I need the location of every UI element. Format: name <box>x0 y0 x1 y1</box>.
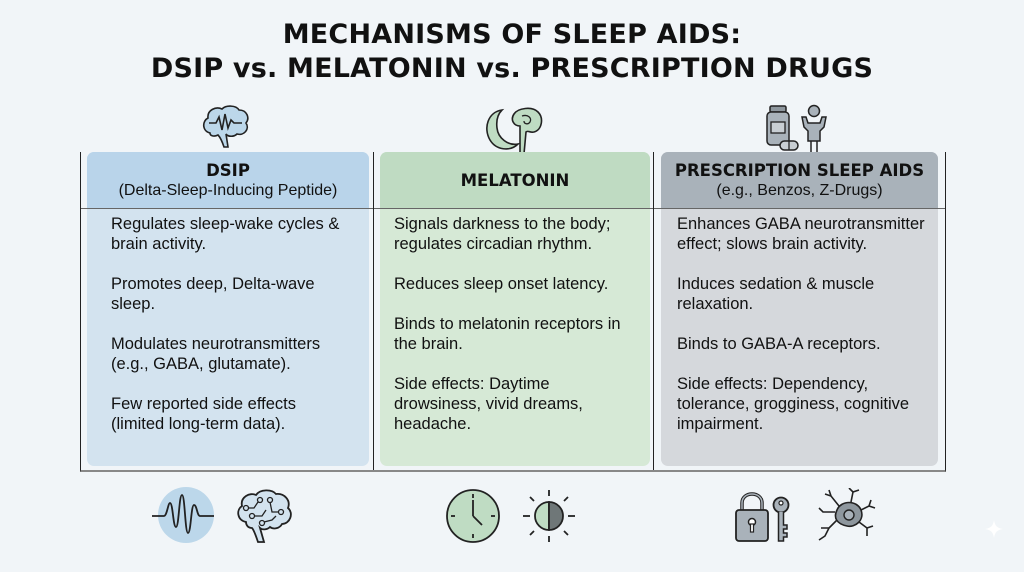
clock-icon <box>446 489 500 543</box>
list-item: Signals darkness to the body; regulates … <box>394 215 611 253</box>
list-item: Enhances GABA neurotransmitter effect; s… <box>677 215 925 253</box>
column-header-dsip: DSIP (Delta-Sleep-Inducing Peptide) <box>87 152 369 208</box>
column-body: Enhances GABA neurotransmitter effect; s… <box>661 208 938 434</box>
column-title: MELATONIN <box>460 170 570 190</box>
column-prescription: PRESCRIPTION SLEEP AIDS (e.g., Benzos, Z… <box>661 152 938 466</box>
header-divider <box>81 208 945 209</box>
circuit-brain-icon <box>237 489 292 543</box>
column-melatonin: MELATONIN Signals darkness to the body; … <box>380 152 650 466</box>
pill-bottle-and-person-icon <box>766 104 827 153</box>
column-header-prescription: PRESCRIPTION SLEEP AIDS (e.g., Benzos, Z… <box>661 152 938 208</box>
sparkle-icon <box>985 520 1003 538</box>
lock-and-key-icon <box>735 492 790 542</box>
list-item: Few reported side effects (limited long-… <box>111 395 296 433</box>
comparison-table: DSIP (Delta-Sleep-Inducing Peptide) Regu… <box>80 152 946 472</box>
column-subtitle: (e.g., Benzos, Z-Drugs) <box>716 181 883 199</box>
title-line-1: MECHANISMS OF SLEEP AIDS: <box>282 19 742 50</box>
column-divider <box>373 152 374 470</box>
list-item: Modulates neurotransmitters (e.g., GABA,… <box>111 335 321 373</box>
column-dsip: DSIP (Delta-Sleep-Inducing Peptide) Regu… <box>87 152 369 466</box>
neuron-icon <box>818 488 876 541</box>
column-title: PRESCRIPTION SLEEP AIDS <box>674 160 925 180</box>
list-item: Regulates sleep-wake cycles & brain acti… <box>111 215 340 253</box>
column-header-melatonin: MELATONIN <box>380 152 650 208</box>
column-title: DSIP <box>206 160 250 180</box>
list-item: Side effects: Daytime drowsiness, vivid … <box>394 375 583 433</box>
page-title: MECHANISMS OF SLEEP AIDS: DSIP vs. MELAT… <box>0 18 1024 86</box>
list-item: Induces sedation & muscle relaxation. <box>677 275 875 313</box>
list-item: Side effects: Dependency, tolerance, gro… <box>677 375 910 433</box>
column-subtitle: (Delta-Sleep-Inducing Peptide) <box>118 181 338 199</box>
list-item: Promotes deep, Delta-wave sleep. <box>111 275 315 313</box>
column-divider <box>653 152 654 470</box>
column-body: Regulates sleep-wake cycles & brain acti… <box>87 208 369 434</box>
day-night-sun-icon <box>523 490 575 542</box>
column-body: Signals darkness to the body; regulates … <box>380 208 650 434</box>
brain-wave-icon <box>202 105 249 148</box>
delta-wave-icon <box>152 487 214 543</box>
list-item: Reduces sleep onset latency. <box>394 275 609 293</box>
list-item: Binds to GABA-A receptors. <box>677 335 881 353</box>
list-item: Binds to melatonin receptors in the brai… <box>394 315 621 353</box>
moon-and-pineal-brain-icon <box>486 107 543 155</box>
title-line-2: DSIP vs. MELATONIN vs. PRESCRIPTION DRUG… <box>150 53 874 84</box>
